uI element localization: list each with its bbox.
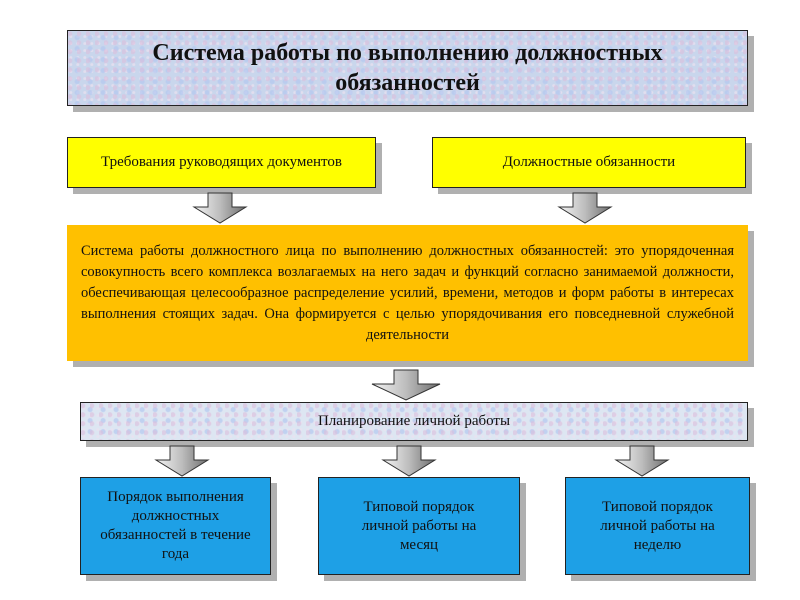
input-box-duties: Должностные обязанности — [432, 137, 746, 188]
planning-label: Планирование личной работы — [317, 413, 511, 429]
down-arrow-icon — [154, 445, 210, 477]
input-label: Должностные обязанности — [502, 154, 676, 170]
output-label: Типовой порядок личной работы на месяц — [361, 498, 477, 553]
input-box-requirements: Требования руководящих документов — [67, 137, 376, 188]
output-box-year: Порядок выполнения должностных обязаннос… — [80, 477, 271, 575]
down-arrow-icon — [192, 192, 248, 224]
title-box: Система работы по выполнению должностных… — [67, 30, 748, 106]
down-arrow-icon — [557, 192, 613, 224]
definition-text: Система работы должностного лица по выпо… — [81, 242, 734, 343]
definition-box: Система работы должностного лица по выпо… — [67, 225, 748, 361]
output-label: Порядок выполнения должностных обязаннос… — [100, 489, 251, 562]
output-box-week: Типовой порядок личной работы на неделю — [565, 477, 750, 575]
down-arrow-icon — [614, 445, 670, 477]
down-arrow-icon — [371, 369, 441, 401]
output-box-month: Типовой порядок личной работы на месяц — [318, 477, 520, 575]
output-label: Типовой порядок личной работы на неделю — [600, 498, 715, 553]
planning-box: Планирование личной работы — [80, 402, 748, 441]
title: Система работы по выполнению должностных… — [152, 40, 663, 96]
down-arrow-icon — [381, 445, 437, 477]
input-label: Требования руководящих документов — [101, 154, 342, 170]
